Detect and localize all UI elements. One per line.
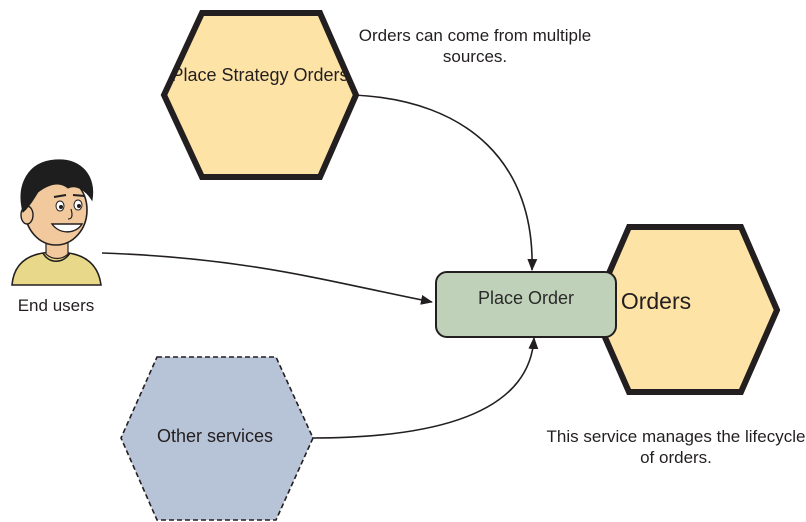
orders-hexagon [589, 224, 781, 395]
arrow-other-services-to-place-order [311, 337, 539, 439]
arrow-endusers-to-place-order [101, 252, 433, 305]
place-strategy-orders-hexagon [160, 10, 360, 180]
arrow-strategy-to-place-order [352, 94, 538, 271]
place-order-box [435, 271, 617, 338]
person-icon [11, 159, 102, 286]
other-services-hexagon [120, 356, 314, 521]
